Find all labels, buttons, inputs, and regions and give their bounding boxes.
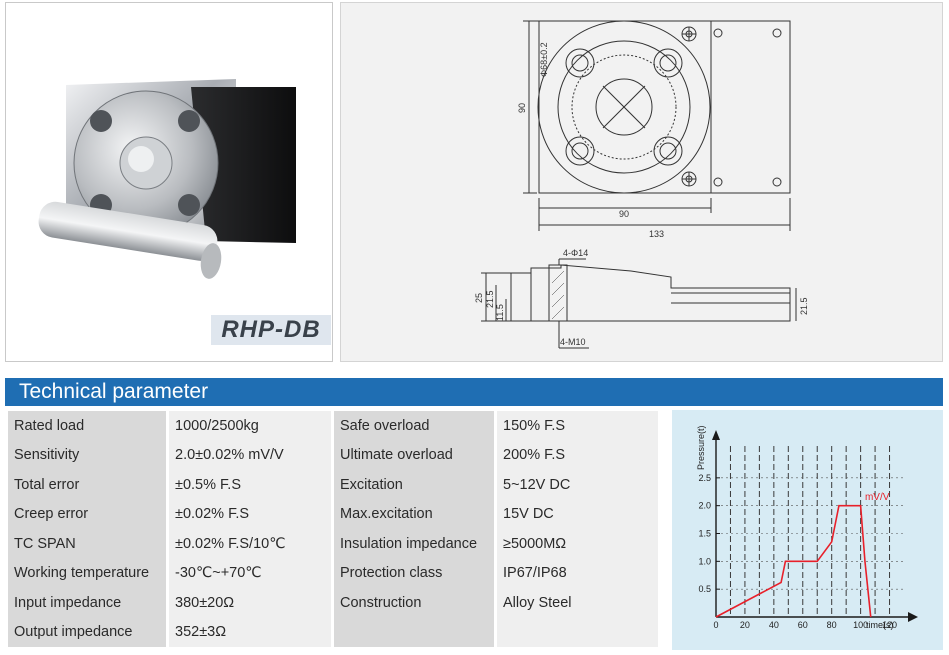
spec-key: Output impedance — [8, 617, 166, 647]
spec-key: Safe overload — [334, 411, 494, 441]
spec-key: Rated load — [8, 411, 166, 441]
x-tick-label: 80 — [827, 620, 837, 630]
dim-side-21-5-left: 21.5 — [485, 290, 495, 308]
dim-thread: 4-M10 — [560, 337, 586, 347]
y-axis-arrow — [712, 430, 720, 440]
spec-value: ±0.02% F.S/10℃ — [169, 529, 331, 559]
series-line — [715, 504, 872, 618]
y-tick-label: 1.0 — [698, 556, 711, 566]
spec-value: ±0.02% F.S — [169, 499, 331, 529]
spec-value: 15V DC — [497, 499, 658, 529]
dim-side-25: 25 — [474, 293, 484, 303]
dim-side-21-5-right: 21.5 — [799, 297, 809, 315]
spec-key — [334, 617, 494, 647]
spec-key: Creep error — [8, 499, 166, 529]
dim-diameter: Φ68±0.2 — [539, 42, 549, 77]
x-axis-label: time(s) — [866, 620, 894, 630]
y-tick-label: 1.5 — [698, 529, 711, 539]
model-label: RHP-DB — [211, 315, 331, 345]
curve-annotation: mV/V — [865, 492, 890, 503]
pressure-chart-panel: 0 20 40 60 80 100 120 0.5 1.0 1.5 2.0 2.5 Pressure(t… — [672, 410, 943, 650]
dim-width-total: 133 — [649, 229, 664, 239]
load-cell-photo — [38, 79, 296, 279]
spec-key: Construction — [334, 588, 494, 618]
y-axis-label: Pressure(t) — [696, 425, 706, 470]
dimension-drawing: Φ68±0.2 90 90 133 4-Φ14 25 21.5 11.5 4-M… — [474, 20, 809, 349]
spec-key: TC SPAN — [8, 529, 166, 559]
section-header: Technical parameter — [5, 378, 943, 406]
spec-value: 200% F.S — [497, 440, 658, 470]
y-tick-label: 2.0 — [698, 501, 711, 511]
x-tick-label: 20 — [740, 620, 750, 630]
spec-key: Working temperature — [8, 558, 166, 588]
spec-key: Sensitivity — [8, 440, 166, 470]
technical-drawing-panel: Φ68±0.2 90 90 133 4-Φ14 25 21.5 11.5 4-M… — [340, 2, 943, 362]
x-axis-arrow — [908, 612, 918, 622]
spec-value: 150% F.S — [497, 411, 658, 441]
y-tick-label: 2.5 — [698, 473, 711, 483]
dim-side-11-5: 11.5 — [495, 304, 505, 321]
spec-value: 5~12V DC — [497, 470, 658, 500]
dim-height-top: 90 — [517, 103, 527, 113]
x-tick-label: 0 — [713, 620, 718, 630]
dim-width-inner: 90 — [619, 209, 629, 219]
section-title: Technical parameter — [19, 380, 209, 403]
spec-key: Insulation impedance — [334, 529, 494, 559]
spec-value: IP67/IP68 — [497, 558, 658, 588]
x-tick-label: 120 — [882, 620, 897, 630]
spec-key: Input impedance — [8, 588, 166, 618]
spec-value: 380±20Ω — [169, 588, 331, 618]
spec-value: Alloy Steel — [497, 588, 658, 618]
y-tick-label: 0.5 — [698, 584, 711, 594]
x-tick-label: 60 — [798, 620, 808, 630]
spec-value: ±0.5% F.S — [169, 470, 331, 500]
spec-value: 352±3Ω — [169, 617, 331, 647]
spec-value — [497, 617, 658, 647]
spec-value: 1000/2500kg — [169, 411, 331, 441]
x-tick-label: 40 — [769, 620, 779, 630]
dim-hole: 4-Φ14 — [563, 248, 588, 258]
pressure-time-chart: 0 20 40 60 80 100 120 0.5 1.0 1.5 2.0 2.5 Pressure(t… — [696, 425, 918, 630]
spec-key: Total error — [8, 470, 166, 500]
spec-value: -30℃~+70℃ — [169, 558, 331, 588]
spec-value: 2.0±0.02% mV/V — [169, 440, 331, 470]
product-photo-panel: RHP-DB — [5, 2, 333, 362]
spec-key: Protection class — [334, 558, 494, 588]
spec-value: ≥5000MΩ — [497, 529, 658, 559]
spec-key: Excitation — [334, 470, 494, 500]
spec-key: Ultimate overload — [334, 440, 494, 470]
x-tick-label: 100 — [853, 620, 868, 630]
spec-key: Max.excitation — [334, 499, 494, 529]
